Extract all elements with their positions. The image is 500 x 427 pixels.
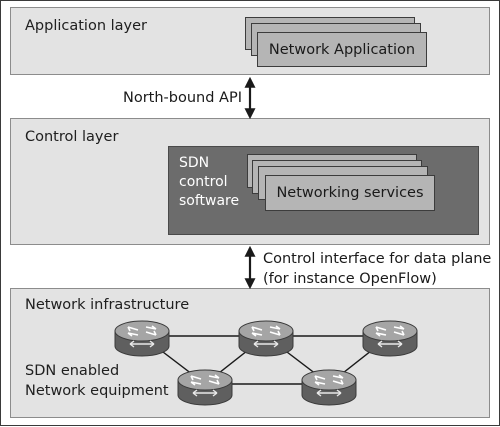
northbound-api-label: North-bound API xyxy=(123,90,242,106)
router-icon xyxy=(114,320,170,357)
application-layer: Application layer Network Application xyxy=(10,7,490,75)
router-icon xyxy=(301,369,357,406)
router-icon xyxy=(177,369,233,406)
southbound-label-line-2: (for instance OpenFlow) xyxy=(263,271,437,287)
equipment-label-line-1: SDN enabled xyxy=(25,363,120,379)
network-application-card: Network Application xyxy=(257,32,427,67)
sdn-label-line-1: SDN xyxy=(179,155,210,171)
sdn-equipment-label: SDN enabled Network equipment xyxy=(25,361,169,401)
sdn-control-software-label: SDN control software xyxy=(179,154,239,211)
southbound-interface-label: Control interface for data plane (for in… xyxy=(263,249,491,289)
control-layer-title: Control layer xyxy=(25,129,119,145)
router-icon xyxy=(238,320,294,357)
southbound-label-line-1: Control interface for data plane xyxy=(263,251,492,267)
sdn-control-software-box: SDN control software Networking services xyxy=(168,146,479,235)
control-layer: Control layer SDN control software Netwo… xyxy=(10,118,490,245)
router-icon xyxy=(362,320,418,357)
equipment-label-line-2: Network equipment xyxy=(25,383,169,399)
infrastructure-layer-title: Network infrastructure xyxy=(25,297,190,313)
application-layer-title: Application layer xyxy=(25,18,148,34)
sdn-label-line-2: control xyxy=(179,174,228,190)
sdn-label-line-3: software xyxy=(179,193,240,209)
networking-services-card: Networking services xyxy=(265,175,435,211)
